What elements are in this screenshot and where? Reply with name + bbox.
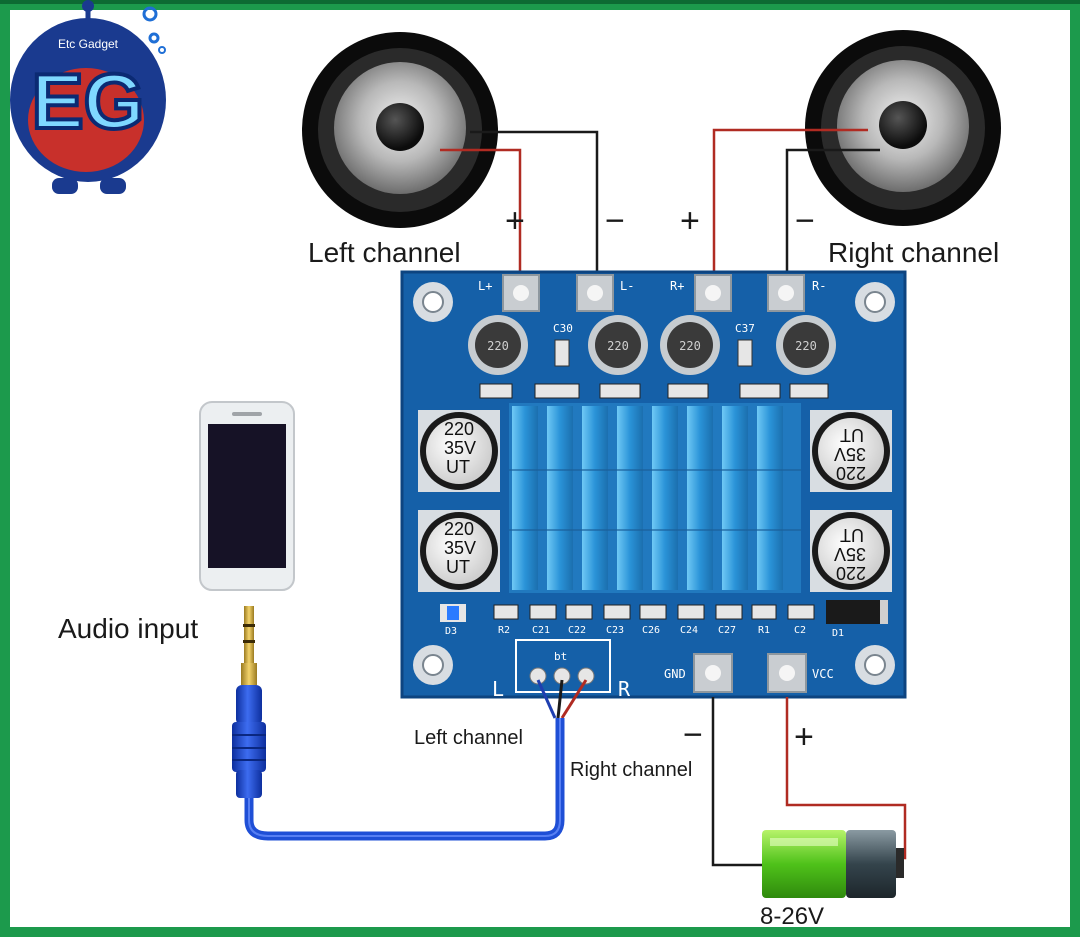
d1-label: D1 bbox=[832, 628, 844, 639]
big-cap-label-3: 22035VUT bbox=[834, 425, 866, 483]
right-channel-label: Right channel bbox=[828, 237, 999, 268]
smd-row-bottom bbox=[493, 604, 815, 620]
power-minus-sign: − bbox=[683, 716, 703, 754]
cap-label-c30: C30 bbox=[553, 322, 573, 335]
input-header bbox=[515, 639, 611, 693]
phone-icon bbox=[199, 401, 295, 591]
terminal-label-r-plus: R+ bbox=[670, 279, 684, 293]
power-plus-sign: + bbox=[794, 718, 814, 756]
terminal-label-l-plus: L+ bbox=[478, 279, 492, 293]
big-cap-label-4: 22035VUT bbox=[834, 525, 866, 583]
battery-icon bbox=[762, 830, 904, 898]
left-minus-sign: − bbox=[605, 202, 625, 240]
inductor-label-4: 220 bbox=[795, 339, 817, 353]
heatsink bbox=[509, 403, 801, 593]
smd-label-r1: R1 bbox=[758, 625, 770, 636]
cap-label-c37: C37 bbox=[735, 322, 755, 335]
terminal-label-l-minus: L- bbox=[620, 279, 634, 293]
mounting-holes bbox=[413, 282, 895, 685]
smd-label-c26: C26 bbox=[642, 625, 660, 636]
left-channel-label: Left channel bbox=[308, 237, 461, 268]
smd-label-c27: C27 bbox=[718, 625, 736, 636]
audio-jack-icon bbox=[232, 606, 266, 798]
vcc-label: VCC bbox=[812, 667, 834, 681]
d3-label: D3 bbox=[445, 626, 457, 637]
input-l-label: L bbox=[492, 677, 504, 701]
inductor-label-3: 220 bbox=[679, 339, 701, 353]
smd-row-top bbox=[479, 383, 829, 399]
smd-label-r2: R2 bbox=[498, 625, 510, 636]
audio-input-label: Audio input bbox=[58, 613, 198, 644]
inductor-label-1: 220 bbox=[487, 339, 509, 353]
logo-icon: Etc Gadget EG bbox=[10, 0, 166, 194]
output-terminals bbox=[502, 274, 805, 312]
right-plus-sign: + bbox=[680, 202, 700, 240]
left-plus-sign: + bbox=[505, 202, 525, 240]
left-channel-wire-label: Left channel bbox=[414, 727, 523, 749]
logo-tagline: Etc Gadget bbox=[58, 37, 119, 51]
inductors bbox=[468, 315, 836, 375]
input-r-label: R bbox=[618, 677, 631, 701]
smd-label-c21: C21 bbox=[532, 625, 550, 636]
inductor-label-2: 220 bbox=[607, 339, 629, 353]
smd-label-c22: C22 bbox=[568, 625, 586, 636]
electrolytic-capacitors bbox=[418, 410, 892, 592]
speaker-wires bbox=[440, 128, 880, 285]
power-terminals bbox=[693, 653, 807, 693]
smd-label-c24: C24 bbox=[680, 625, 698, 636]
voltage-label: 8-26V bbox=[760, 903, 824, 930]
input-header-label: bt bbox=[554, 650, 567, 663]
terminal-label-r-minus: R- bbox=[812, 279, 826, 293]
amplifier-board: L+ L- R+ R- 220 220 220 220 C30 C37 bbox=[400, 270, 907, 701]
right-channel-wire-label: Right channel bbox=[570, 759, 692, 781]
smd-label-c2: C2 bbox=[794, 625, 806, 636]
input-wires bbox=[536, 679, 588, 719]
right-speaker-icon bbox=[805, 30, 1001, 226]
gnd-label: GND bbox=[664, 667, 686, 681]
logo-monogram: EG bbox=[32, 57, 145, 145]
right-minus-sign: − bbox=[795, 202, 815, 240]
left-speaker-icon bbox=[302, 32, 498, 228]
smd-label-c23: C23 bbox=[606, 625, 624, 636]
